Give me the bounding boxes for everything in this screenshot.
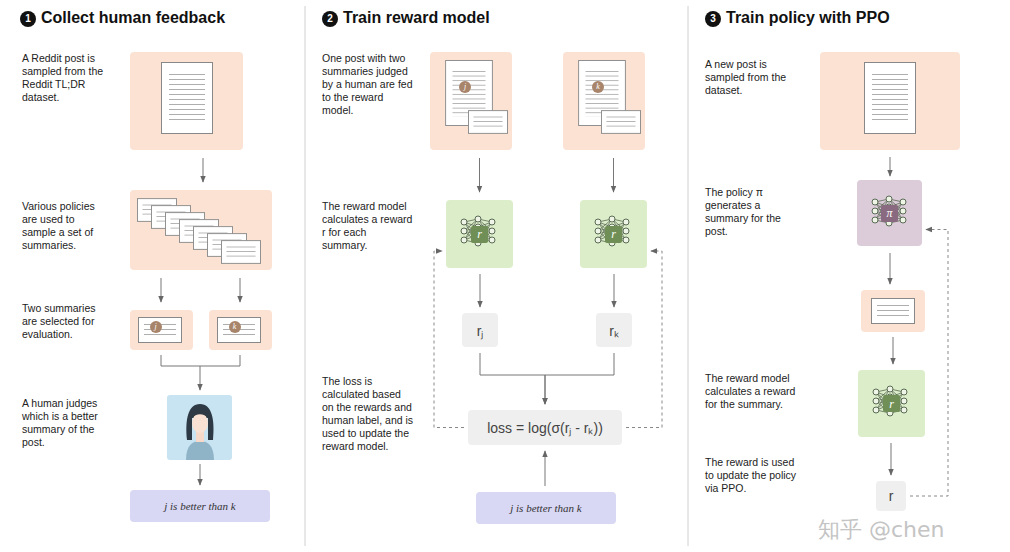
step-note: A human judges which is a better summary…	[22, 397, 110, 449]
node-text: j is better than k	[164, 500, 236, 512]
step-note: The reward model calculates a reward r f…	[322, 200, 414, 252]
flow-connector	[480, 274, 481, 307]
reward-model: r	[580, 200, 647, 268]
policy-badge: π	[881, 205, 898, 222]
node-text: r	[477, 228, 482, 240]
node-text: π	[886, 207, 892, 219]
summary-box: j	[130, 310, 193, 350]
summary-stack	[130, 190, 272, 270]
step-note: The reward is used to update the policy …	[705, 456, 797, 495]
flow-connector	[614, 274, 615, 307]
step-note: Two summaries are selected for evaluatio…	[22, 302, 110, 341]
step-note: The loss is calculated based on the rewa…	[322, 375, 414, 453]
step-note: A new post is sampled from the dataset.	[705, 58, 797, 97]
node-text: j	[154, 323, 156, 331]
reward-badge: r	[605, 226, 622, 243]
node-text: j	[464, 83, 466, 91]
flow-connector	[613, 158, 614, 192]
reward-badge: r	[883, 395, 900, 412]
step-note: The policy π generates a summary for the…	[705, 186, 797, 238]
reward-value: r	[876, 481, 906, 511]
summary-badge: j	[150, 321, 162, 333]
node-text: r	[611, 228, 616, 240]
watermark: 知乎 @chen	[818, 517, 945, 543]
doccard-icon	[430, 52, 512, 150]
reward-value: rₖ	[596, 313, 632, 347]
summary-badge: k	[229, 321, 241, 333]
summary-badge: k	[592, 81, 604, 93]
node-text: loss = log(σ(rⱼ - rₖ))	[487, 418, 603, 437]
step-number: 2	[322, 11, 338, 27]
node-text: rⱼ	[477, 321, 484, 340]
node-text: rₖ	[609, 321, 619, 340]
loss-box: loss = log(σ(rⱼ - rₖ))	[468, 410, 622, 445]
human-label: j is better than k	[476, 492, 616, 524]
summary-box: k	[209, 310, 272, 350]
card-icon	[130, 310, 193, 350]
step-note: A Reddit post is sampled from the Reddit…	[22, 52, 110, 104]
post-summary-box: j	[430, 52, 512, 150]
flow-connector	[479, 158, 480, 192]
step-note: The reward model calculates a reward for…	[705, 372, 797, 411]
human-label: j is better than k	[130, 490, 270, 522]
node-text: r	[889, 488, 894, 504]
update-connector	[910, 230, 948, 497]
step-title: Train reward model	[343, 9, 490, 27]
node-text: k	[596, 83, 600, 91]
node-text: r	[889, 398, 894, 410]
node-text: k	[233, 323, 237, 331]
generated-summary	[861, 290, 925, 332]
node-text: j is better than k	[510, 502, 582, 514]
policy-model: π	[857, 180, 922, 246]
reward-model: r	[446, 200, 513, 268]
step-title: Collect human feedback	[41, 9, 225, 27]
step-number: 1	[20, 11, 36, 27]
flow-connector	[480, 353, 545, 404]
step-number: 3	[705, 11, 721, 27]
update-connector	[434, 251, 464, 428]
flow-connector	[891, 443, 892, 475]
post-document	[130, 52, 243, 150]
flow-connector	[545, 353, 614, 404]
reward-model: r	[858, 370, 925, 437]
card-icon	[209, 310, 272, 350]
summary-badge: j	[459, 81, 471, 93]
reward-badge: r	[471, 226, 488, 243]
step-note: Various policies are used to sample a se…	[22, 200, 110, 252]
reward-value: rⱼ	[462, 313, 498, 347]
flow-connector	[545, 451, 546, 486]
step-note: One post with two summaries judged by a …	[322, 52, 414, 117]
doccard-icon	[563, 52, 645, 150]
human-judge	[167, 395, 232, 460]
step-title: Train policy with PPO	[726, 9, 890, 27]
column-divider	[305, 6, 688, 546]
flow-arrow	[161, 157, 893, 485]
new-post-document	[820, 52, 960, 150]
post-summary-box: k	[563, 52, 645, 150]
